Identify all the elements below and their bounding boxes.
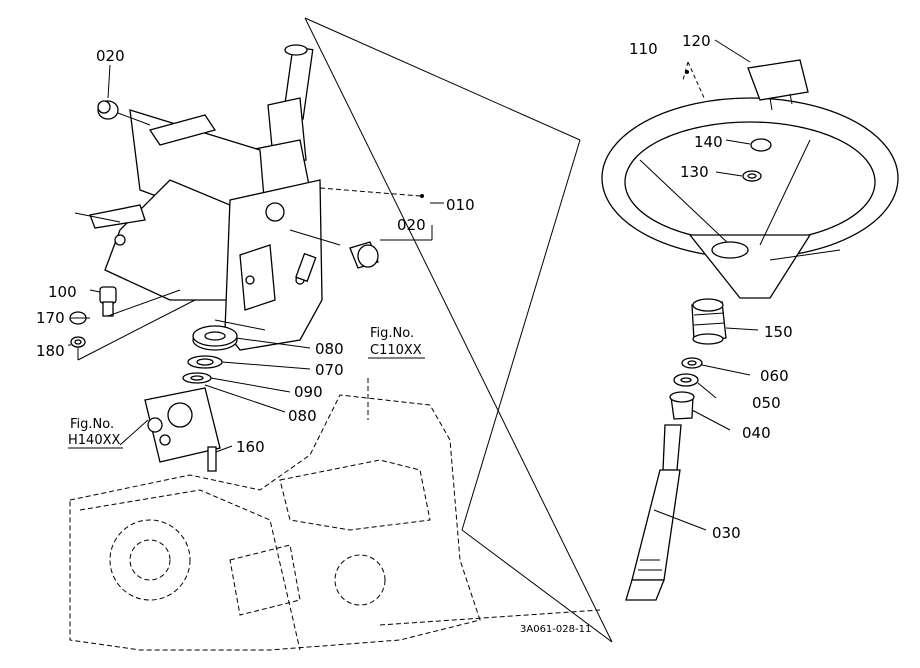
label-070: 070 <box>315 361 344 379</box>
label-150: 150 <box>764 323 793 341</box>
label-010: 010 <box>446 196 475 214</box>
label-060: 060 <box>760 367 789 385</box>
bearing-washer-stack <box>182 325 311 413</box>
bolt-nut-washer-group <box>68 286 196 361</box>
label-100: 100 <box>48 283 77 301</box>
steering-shaft-030 <box>625 424 707 601</box>
drawing-code: 3A061-028-11 <box>520 624 591 635</box>
boot-150 <box>691 298 759 345</box>
hydraulic-pump <box>119 387 221 463</box>
bushing-020-right <box>349 225 433 269</box>
ref-h140-label: Fig.No. <box>70 417 114 432</box>
label-140: 140 <box>694 133 723 151</box>
label-040: 040 <box>742 424 771 442</box>
ref-h140-code: H140XX <box>68 433 120 448</box>
ref-c110-code: C110XX <box>370 343 422 358</box>
bushing-020-left <box>97 64 151 126</box>
steering-post-bracket <box>74 44 341 351</box>
washers-060-050 <box>673 357 751 399</box>
label-090: 090 <box>294 383 323 401</box>
label-170: 170 <box>36 309 65 327</box>
label-180: 180 <box>36 342 65 360</box>
label-020-right: 020 <box>397 216 426 234</box>
label-080-b: 080 <box>288 407 317 425</box>
label-050: 050 <box>752 394 781 412</box>
stud-160 <box>207 445 233 472</box>
ref-c110-label: Fig.No. <box>370 326 414 341</box>
frame-lines <box>304 17 613 643</box>
label-110: 110 <box>629 40 658 58</box>
transmission-housing <box>69 378 601 651</box>
label-130: 130 <box>680 163 709 181</box>
label-160: 160 <box>236 438 265 456</box>
label-030: 030 <box>712 524 741 542</box>
center-cap-120 <box>714 39 809 111</box>
label-020-top: 020 <box>96 47 125 65</box>
label-120: 120 <box>682 32 711 50</box>
bush-040 <box>669 391 731 431</box>
leader-010 <box>319 187 444 204</box>
label-080-a: 080 <box>315 340 344 358</box>
nut-140-washer-130 <box>715 138 772 182</box>
